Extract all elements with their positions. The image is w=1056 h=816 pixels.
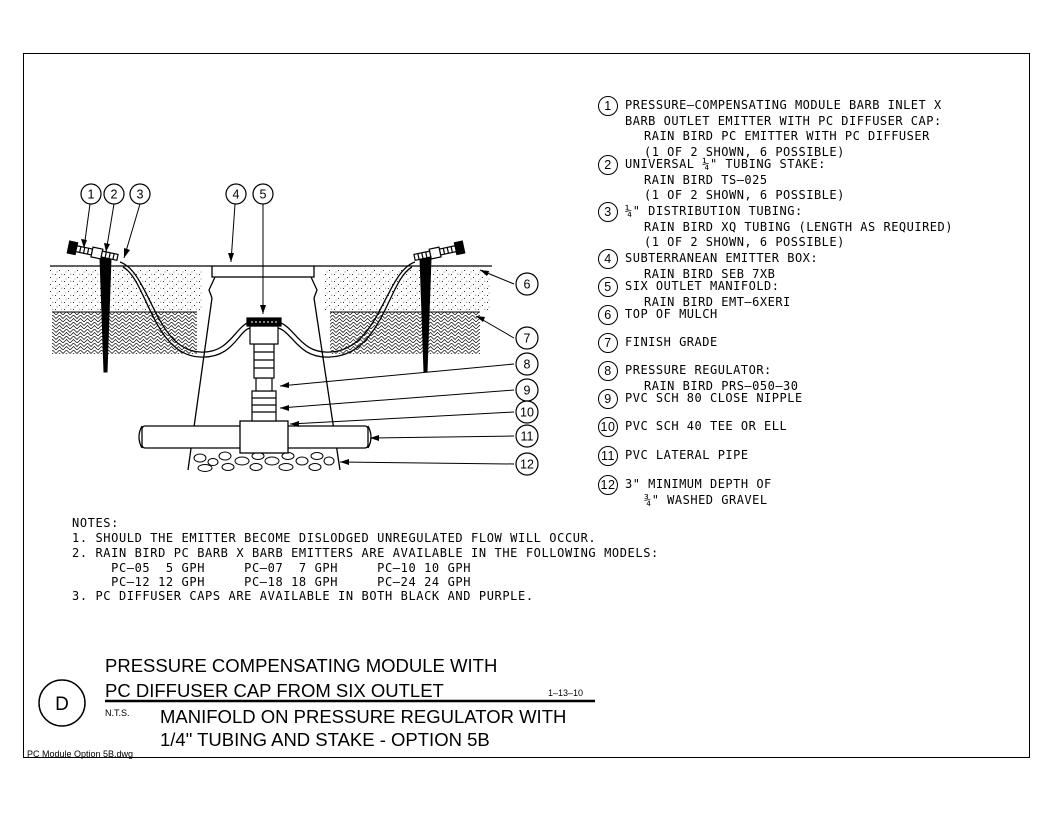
six-outlet-manifold (246, 317, 282, 345)
note-line: 3. PC DIFFUSER CAPS ARE AVAILABLE IN BOT… (72, 589, 534, 603)
detail-circle (38, 679, 86, 727)
callout-arrowheads (81, 239, 489, 465)
pressure-regulator (251, 343, 277, 422)
title-line-3: MANIFOLD ON PRESSURE REGULATOR WITH (160, 706, 567, 727)
legend-number: 2 (598, 155, 618, 175)
legend-detail: RAIN BIRD SEB 7XB (644, 266, 776, 281)
callout-circle (103, 183, 125, 205)
legend-number: 4 (598, 249, 618, 269)
callout-circle (80, 183, 102, 205)
callout-circle (252, 183, 274, 205)
legend-detail: (1 OF 2 SHOWN, 6 POSSIBLE) (644, 188, 845, 202)
callout-circle (515, 424, 539, 448)
note-line: PC–12 12 GPH PC–18 18 GPH PC–24 24 GPH (72, 575, 472, 589)
legend-title: PVC LATERAL PIPE (625, 448, 749, 462)
legend-detail: RAIN BIRD EMT–6XERI (644, 294, 791, 309)
distribution-tubing (119, 261, 416, 358)
legend-title: PRESSURE–COMPENSATING MODULE BARB INLET … (625, 98, 942, 112)
legend-number: 1 (598, 96, 618, 116)
note-line: PC–05 5 GPH PC–07 7 GPH PC–10 10 GPH (72, 561, 472, 575)
callout-circle (515, 272, 539, 296)
legend-number: 7 (598, 333, 618, 353)
note-line: 2. RAIN BIRD PC BARB X BARB EMITTERS ARE… (72, 546, 659, 560)
legend-title: 3" MINIMUM DEPTH OF (625, 477, 772, 491)
legend-detail: (1 OF 2 SHOWN, 6 POSSIBLE) (644, 235, 845, 249)
legend-title: SUBTERRANEAN EMITTER BOX: (625, 251, 819, 265)
callout-label: 3 (137, 188, 144, 202)
callout-label: 7 (524, 332, 531, 346)
legend-title: FINISH GRADE (625, 335, 718, 349)
date-label: 1–13–10 (548, 688, 584, 698)
legend-number: 8 (598, 361, 618, 381)
legend-title: ¼" DISTRIBUTION TUBING: (625, 204, 803, 218)
callout-circle (515, 326, 539, 350)
pc-emitter (66, 240, 466, 262)
sheet-border (23, 53, 1030, 758)
legend-detail: (1 OF 2 SHOWN, 6 POSSIBLE) (644, 144, 845, 159)
callout-circle (225, 183, 247, 205)
legend-detail: RAIN BIRD PRS–050–30 (644, 378, 799, 393)
callout-label: 12 (520, 458, 534, 472)
legend-detail: RAIN BIRD XQ TUBING (LENGTH AS REQUIRED) (644, 219, 953, 234)
callout-label: 8 (524, 358, 531, 372)
legend-detail: ¾" WASHED GRAVEL (644, 492, 768, 507)
legend-title: PVC SCH 80 CLOSE NIPPLE (625, 391, 803, 405)
callout-circle (515, 352, 539, 376)
callout-label: 9 (524, 384, 531, 398)
legend-detail: RAIN BIRD PC EMITTER WITH PC DIFFUSER (644, 129, 930, 143)
callout-circle (129, 183, 151, 205)
callout-circles (80, 183, 539, 476)
callout-label: 5 (260, 188, 267, 202)
legend-number: 9 (598, 389, 618, 409)
finish-grade-soil (52, 311, 480, 354)
callout-circle (515, 400, 539, 424)
legend-number: 10 (598, 417, 618, 437)
legend-title: UNIVERSAL ¼" TUBING STAKE: (625, 157, 826, 171)
legend-title: PRESSURE REGULATOR: (625, 363, 772, 377)
filename-label: PC Module Option 5B.dwg (27, 749, 134, 759)
legend-number: 11 (598, 446, 618, 466)
title-line-1: PRESSURE COMPENSATING MODULE WITH (105, 655, 498, 676)
legend-number: 3 (598, 202, 618, 222)
mulch-layer (50, 265, 492, 310)
legend-title: PVC SCH 40 TEE OR ELL (625, 419, 788, 433)
callout-label: 1 (88, 188, 95, 202)
legend-detail: BARB OUTLET EMITTER WITH PC DIFFUSER CAP… (625, 113, 942, 128)
callout-label: 11 (521, 430, 534, 444)
callout-label: 4 (233, 188, 240, 202)
detail-letter: D (55, 694, 69, 715)
legend-number: 6 (598, 305, 618, 325)
callout-circle (515, 452, 539, 476)
callout-labels: 1 2 3 4 5 6 7 8 9 10 11 12 (88, 188, 534, 472)
title-block-graphics: D (38, 679, 595, 727)
note-line: 1. SHOULD THE EMITTER BECOME DISLODGED U… (72, 531, 597, 545)
title-line-4: 1/4" TUBING AND STAKE - OPTION 5B (160, 729, 490, 750)
legend-number: 12 (598, 475, 618, 495)
legend-title: SIX OUTLET MANIFOLD: (625, 279, 780, 293)
callout-label: 6 (524, 278, 531, 292)
notes-heading: NOTES: (72, 516, 119, 530)
scale-label: N.T.S. (105, 708, 130, 718)
gravel (193, 451, 335, 472)
callout-label: 10 (520, 406, 534, 420)
legend-title: TOP OF MULCH (625, 307, 718, 321)
callout-label: 2 (111, 188, 118, 202)
title-line-2: PC DIFFUSER CAP FROM SIX OUTLET (105, 680, 444, 701)
pvc-tee (239, 420, 289, 454)
legend-detail: RAIN BIRD TS–025 (644, 172, 768, 187)
legend-number: 5 (598, 277, 618, 297)
